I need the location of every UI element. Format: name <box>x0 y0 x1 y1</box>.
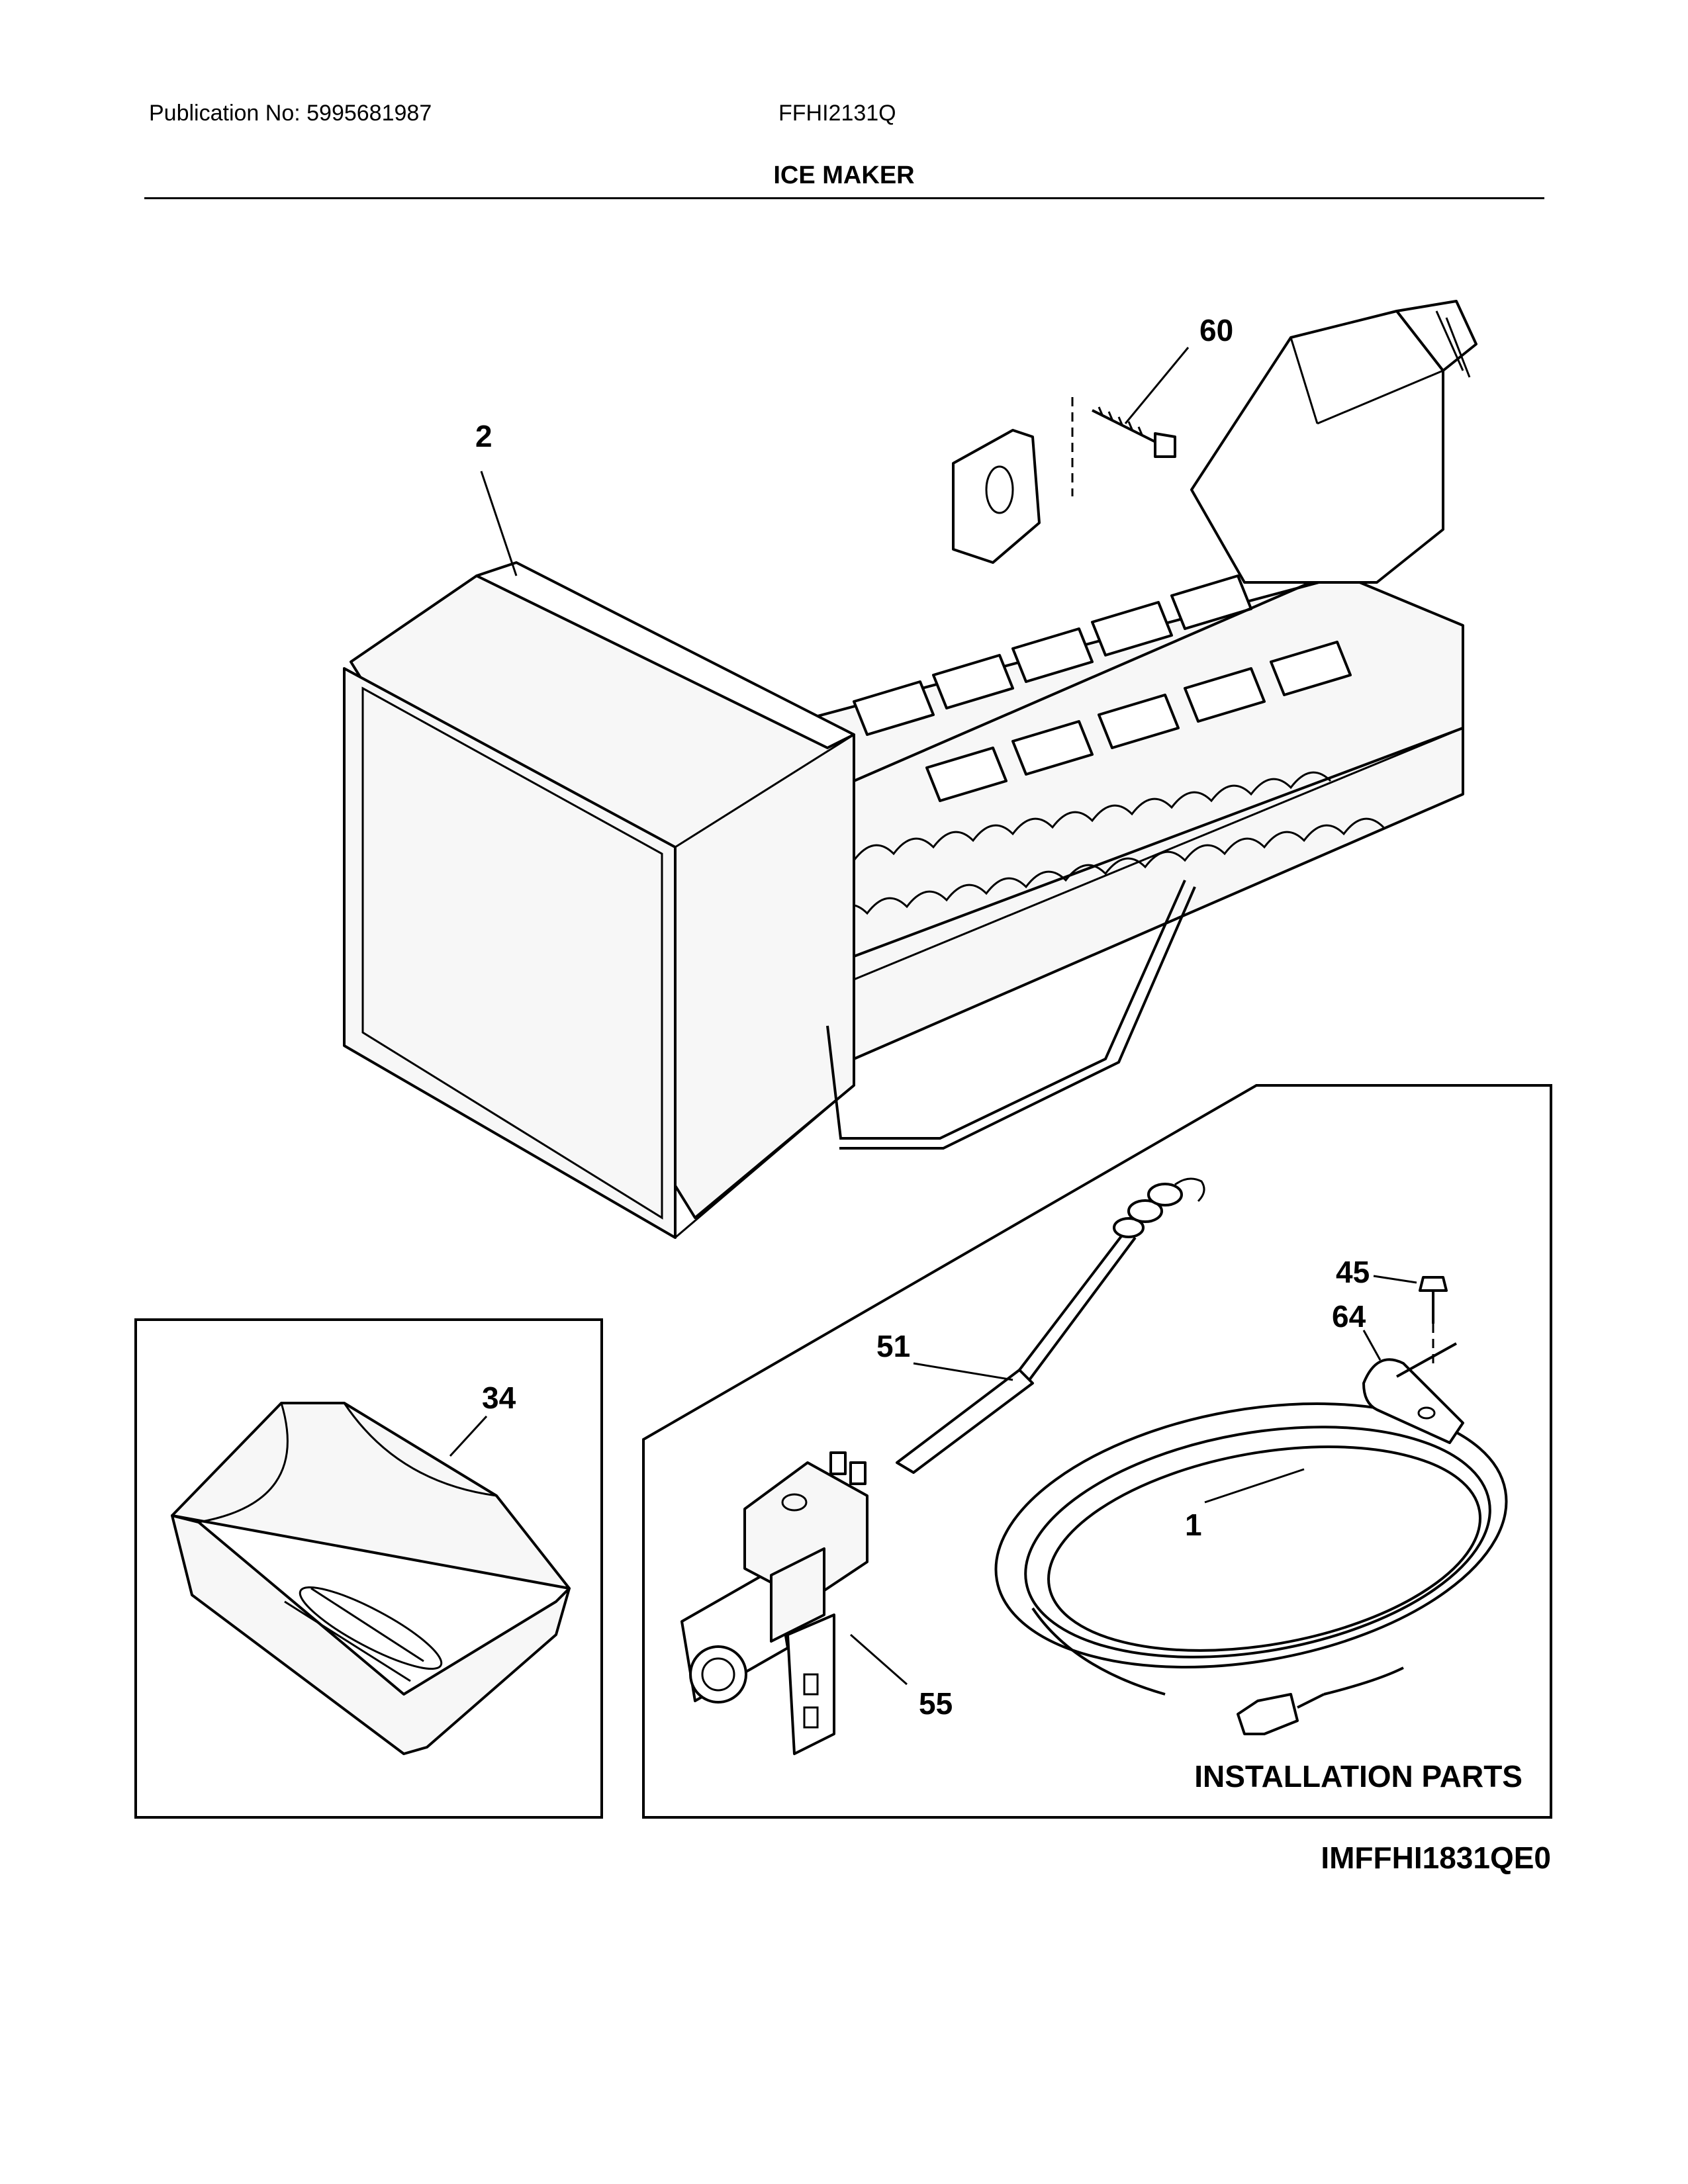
model-number: FFHI2131Q <box>778 101 896 126</box>
callout-60: 60 <box>1199 313 1233 347</box>
installation-parts-box <box>642 1084 1552 1819</box>
callout-2: 2 <box>475 419 492 453</box>
callout-1: 1 <box>1185 1508 1202 1542</box>
diagram-id: IMFFHI1831QE0 <box>1321 1841 1551 1875</box>
callout-55: 55 <box>919 1686 953 1721</box>
ice-bin-part-34 <box>171 1402 571 1755</box>
water-valve-part-55 <box>680 1451 868 1755</box>
callout-51: 51 <box>876 1329 910 1363</box>
page-title: ICE MAKER <box>773 161 915 189</box>
fill-tube-part-51 <box>896 1177 1205 1474</box>
water-line-part-1 <box>994 1402 1508 1735</box>
callout-34: 34 <box>482 1381 516 1415</box>
publication-number: Publication No: 5995681987 <box>149 101 432 126</box>
ice-bin-box <box>134 1318 603 1819</box>
header-rule <box>144 197 1544 199</box>
screw-part-60 <box>1071 397 1176 496</box>
callout-64: 64 <box>1332 1299 1366 1334</box>
installation-parts-label: INSTALLATION PARTS <box>1194 1759 1523 1794</box>
leader-lines <box>449 347 1417 1686</box>
callout-45: 45 <box>1336 1255 1370 1289</box>
clamp-part-64 <box>1362 1342 1464 1444</box>
ice-maker-assembly <box>343 300 1477 1239</box>
